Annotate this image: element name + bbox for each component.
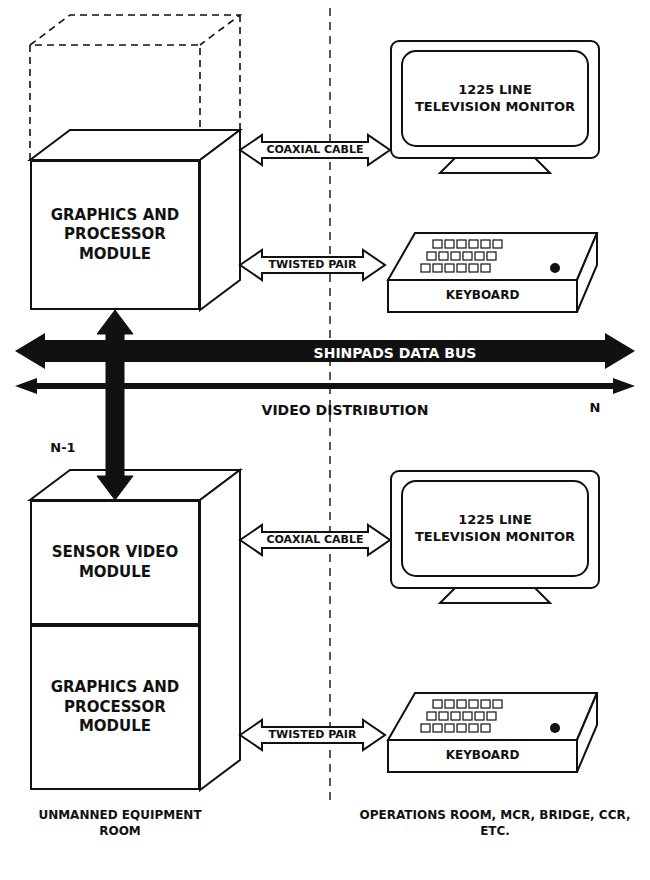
monitor-case [391, 471, 599, 588]
key [463, 252, 472, 260]
keyboard-side [577, 233, 597, 312]
key [475, 712, 484, 720]
text-holder: GRAPHICS AND PROCESSOR MODULE [40, 172, 190, 298]
key [427, 712, 436, 720]
keyboard-front [388, 280, 577, 312]
key [445, 264, 454, 272]
key [493, 700, 502, 708]
node-text: KEYBOARD [446, 288, 520, 304]
text-holder: SENSOR VIDEO MODULE [40, 512, 190, 613]
node-shape [385, 690, 600, 775]
room-label: UNMANNED EQUIPMENT ROOM [20, 808, 220, 839]
cable-label: COAXIAL CABLE [263, 144, 366, 156]
video-arrow [15, 378, 635, 394]
key [427, 252, 436, 260]
key [463, 712, 472, 720]
key [451, 252, 460, 260]
text-holder: KEYBOARD [390, 742, 575, 770]
key [457, 700, 466, 708]
node-text: KEYBOARD [446, 748, 520, 764]
node-text: 1225 LINE TELEVISION MONITOR [414, 512, 576, 546]
monitor-base [440, 158, 550, 173]
monitor-screen [402, 481, 588, 576]
dashed-cube [30, 15, 240, 160]
key [457, 724, 466, 732]
key [433, 724, 442, 732]
text-holder: 1225 LINE TELEVISION MONITOR [414, 56, 576, 141]
room-label: OPERATIONS ROOM, MCR, BRIDGE, CCR, ETC. [355, 808, 635, 839]
text-holder: VIDEO DISTRIBUTION [175, 397, 515, 423]
key [439, 712, 448, 720]
node-text: 1225 LINE TELEVISION MONITOR [414, 82, 576, 116]
key [457, 240, 466, 248]
monitor-node: 1225 LINE TELEVISION MONITOR [390, 40, 600, 175]
key [433, 700, 442, 708]
node-text: SENSOR VIDEO MODULE [40, 543, 190, 582]
node-shape [385, 230, 600, 315]
data-bus-band: SHINPADS DATA BUS [15, 333, 635, 369]
key [445, 240, 454, 248]
bus-arrow [15, 333, 635, 369]
cable-label: COAXIAL CABLE [263, 534, 366, 546]
keyboard-front [388, 740, 577, 772]
text-holder: 1225 LINE TELEVISION MONITOR [414, 486, 576, 571]
monitor-node: 1225 LINE TELEVISION MONITOR [390, 470, 600, 605]
keyboard-top [388, 233, 597, 280]
key [469, 700, 478, 708]
key [487, 712, 496, 720]
keyboard-node: KEYBOARD [385, 230, 600, 315]
key [421, 724, 430, 732]
module-box: GRAPHICS AND PROCESSOR MODULE [30, 160, 200, 310]
keyboard-side [577, 693, 597, 772]
module-box: SENSOR VIDEO MODULE [30, 500, 200, 625]
cable-label: TWISTED PAIR [266, 729, 360, 741]
key [433, 264, 442, 272]
node-text: SHINPADS DATA BUS [314, 344, 477, 362]
node-text: GRAPHICS AND PROCESSOR MODULE [40, 206, 190, 265]
cable-arrow [240, 135, 390, 165]
module-cube-faces [30, 130, 240, 790]
key [433, 240, 442, 248]
key [487, 252, 496, 260]
cable-label: TWISTED PAIR [266, 259, 360, 271]
key [421, 264, 430, 272]
bus-node-count: N [580, 400, 610, 417]
bus-node-count: N-1 [38, 440, 88, 457]
monitor-case [391, 41, 599, 158]
text-holder: SHINPADS DATA BUS [195, 340, 595, 366]
key [481, 264, 490, 272]
node-text: VIDEO DISTRIBUTION [262, 401, 429, 419]
cable-arrow [240, 525, 390, 555]
cable-arrow [240, 250, 385, 280]
indicator-dot [550, 723, 560, 733]
cable-arrow [240, 720, 385, 750]
key [451, 712, 460, 720]
module-box: GRAPHICS AND PROCESSOR MODULE [30, 625, 200, 790]
video-distribution-band: VIDEO DISTRIBUTION [15, 378, 635, 423]
text-holder: KEYBOARD [390, 282, 575, 310]
keyboard-top [388, 693, 597, 740]
node-text: GRAPHICS AND PROCESSOR MODULE [40, 678, 190, 737]
bus-link-arrow [97, 310, 133, 500]
indicator-dot [550, 263, 560, 273]
key [481, 724, 490, 732]
key [469, 240, 478, 248]
keyboard-node: KEYBOARD [385, 690, 600, 775]
monitor-base [440, 588, 550, 603]
key [445, 724, 454, 732]
key [469, 264, 478, 272]
key [481, 240, 490, 248]
key [481, 700, 490, 708]
key [439, 252, 448, 260]
key [445, 700, 454, 708]
key [475, 252, 484, 260]
key [493, 240, 502, 248]
text-holder: GRAPHICS AND PROCESSOR MODULE [40, 637, 190, 778]
key [469, 724, 478, 732]
monitor-screen [402, 51, 588, 146]
key [457, 264, 466, 272]
